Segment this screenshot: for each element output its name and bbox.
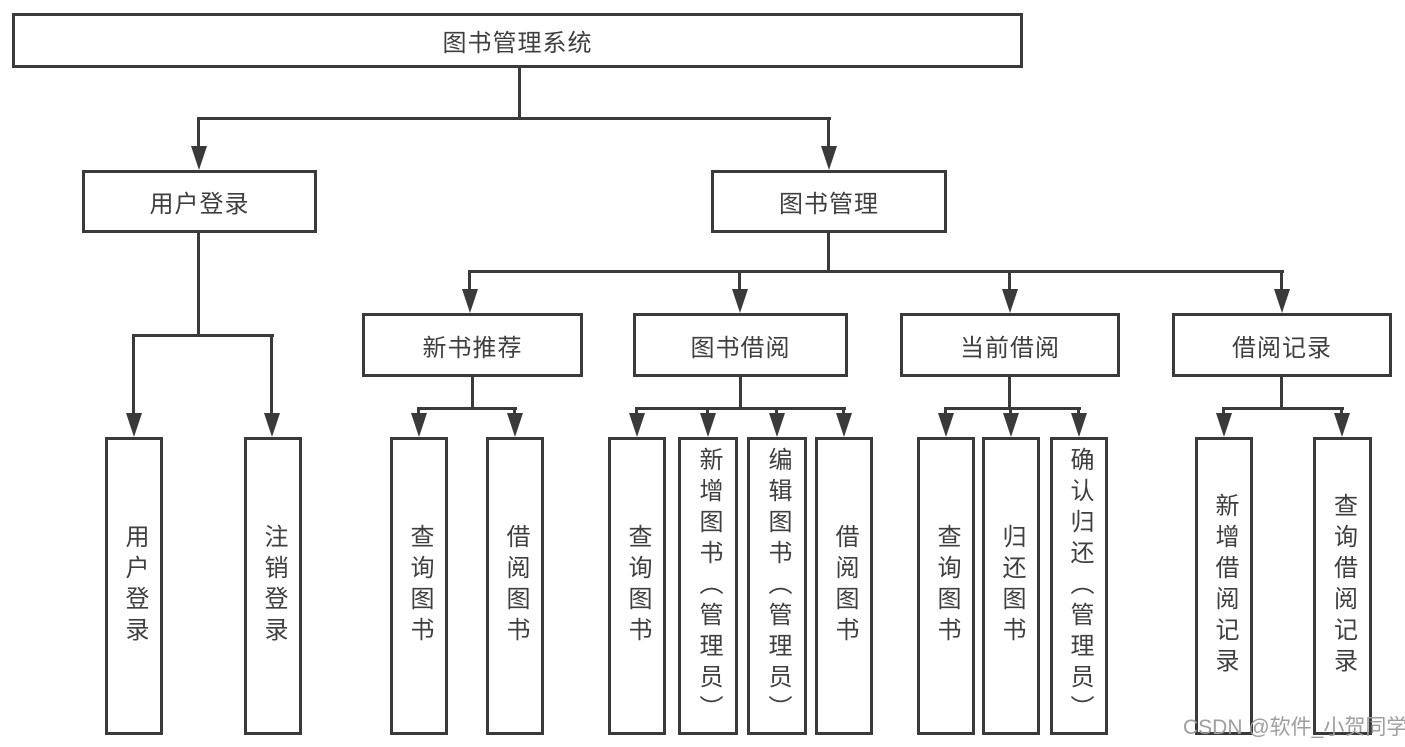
arrow-down-icon (1071, 413, 1087, 437)
leaf-records-query: 查询借阅记录 (1313, 437, 1372, 735)
leaf-borrow-edit-label: 编辑图书（管理员） (764, 446, 791, 726)
leaf-current-confirm-label: 确认归还（管理员） (1066, 446, 1093, 726)
leaf-borrow-borrow-label: 借阅图书 (831, 524, 858, 648)
leaf-records-query-label: 查询借阅记录 (1329, 493, 1357, 679)
node-root: 图书管理系统 (12, 13, 1023, 68)
connector-root-bus (197, 117, 831, 120)
connector-book-mgmt-stem (827, 233, 830, 273)
connector-borrow-records-leafbus (1222, 407, 1344, 410)
node-book-borrow-label: 图书借阅 (690, 334, 791, 362)
leaf-user-login-label: 用户登录 (121, 524, 148, 648)
arrow-down-icon (411, 413, 427, 437)
connector-current-borrow-stem (1008, 377, 1011, 410)
node-current-borrow-label: 当前借阅 (960, 334, 1060, 362)
leaf-records-add: 新增借阅记录 (1195, 437, 1253, 735)
connector-leaf-drop (132, 334, 135, 415)
arrow-down-icon (1334, 413, 1350, 437)
connector-book-mgmt-drop (827, 117, 830, 150)
arrow-down-icon (732, 289, 748, 313)
connector-book-mgmt-bus (468, 270, 1284, 273)
node-book-mgmt-label: 图书管理 (779, 191, 879, 218)
connector-borrow-records-stem (1280, 377, 1283, 410)
connector-leaf-drop (944, 407, 947, 416)
arrow-down-icon (126, 413, 142, 437)
leaf-user-login: 用户登录 (105, 437, 163, 735)
leaf-logout-label: 注销登录 (260, 524, 287, 648)
leaf-borrow-edit: 编辑图书（管理员） (747, 437, 807, 735)
node-current-borrow: 当前借阅 (900, 313, 1120, 377)
leaf-newbook-query: 查询图书 (390, 437, 448, 735)
connector-book-borrow-leafbus (635, 407, 846, 410)
arrow-down-icon (1002, 289, 1018, 313)
arrow-down-icon (1274, 289, 1290, 313)
connector-leaf-drop (842, 407, 845, 416)
connector-book-borrow-drop (738, 270, 741, 292)
connector-new-book-drop (468, 270, 471, 292)
node-borrow-records-label: 借阅记录 (1232, 334, 1332, 362)
connector-leaf-drop (270, 334, 273, 415)
connector-leaf-drop (417, 407, 420, 416)
connector-book-borrow-stem (739, 377, 742, 410)
node-user-login: 用户登录 (82, 170, 317, 233)
node-user-login-label: 用户登录 (149, 191, 250, 218)
connector-leaf-drop (635, 407, 638, 416)
arrow-down-icon (462, 289, 478, 313)
connector-leaf-drop (1222, 407, 1225, 416)
connector-borrow-records-drop (1280, 270, 1283, 292)
connector-user-login-stem (197, 233, 200, 337)
connector-new-book-stem (471, 377, 474, 410)
arrow-down-icon (1216, 413, 1232, 437)
arrow-down-icon (191, 146, 207, 170)
leaf-current-query: 查询图书 (917, 437, 975, 735)
connector-root-stem (518, 68, 521, 120)
leaf-borrow-borrow: 借阅图书 (815, 437, 873, 735)
leaf-newbook-borrow: 借阅图书 (486, 437, 544, 735)
node-root-label: 图书管理系统 (442, 30, 593, 57)
arrow-down-icon (264, 413, 280, 437)
leaf-current-query-label: 查询图书 (933, 524, 960, 648)
leaf-records-add-label: 新增借阅记录 (1211, 493, 1238, 679)
node-new-book: 新书推荐 (362, 313, 583, 377)
arrow-down-icon (836, 413, 852, 437)
node-new-book-label: 新书推荐 (422, 334, 523, 362)
connector-user-login-bus (132, 334, 274, 337)
node-book-borrow: 图书借阅 (633, 313, 848, 377)
node-book-mgmt: 图书管理 (711, 170, 947, 233)
leaf-current-return-label: 归还图书 (998, 524, 1025, 648)
arrow-down-icon (938, 413, 954, 437)
connector-current-borrow-leafbus (944, 407, 1081, 410)
leaf-borrow-add-label: 新增图书（管理员） (695, 446, 722, 726)
leaf-logout: 注销登录 (244, 437, 302, 735)
csdn-watermark: CSDN @软件_小贺同学 (1183, 716, 1405, 739)
arrow-down-icon (821, 146, 837, 170)
arrow-down-icon (507, 413, 523, 437)
leaf-borrow-add: 新增图书（管理员） (678, 437, 738, 735)
node-borrow-records: 借阅记录 (1172, 313, 1392, 377)
connector-leaf-drop (1340, 407, 1343, 416)
connector-leaf-drop (706, 407, 709, 416)
connector-leaf-drop (513, 407, 516, 416)
leaf-newbook-query-label: 查询图书 (406, 524, 433, 648)
connector-leaf-drop (775, 407, 778, 416)
connector-leaf-drop (1077, 407, 1080, 416)
leaf-borrow-query: 查询图书 (608, 437, 666, 735)
connector-leaf-drop (1009, 407, 1012, 416)
connector-current-borrow-drop (1008, 270, 1011, 292)
arrow-down-icon (769, 413, 785, 437)
leaf-current-return: 归还图书 (982, 437, 1040, 735)
arrow-down-icon (1003, 413, 1019, 437)
connector-new-book-leafbus (417, 407, 517, 410)
leaf-newbook-borrow-label: 借阅图书 (502, 524, 529, 648)
leaf-current-confirm: 确认归还（管理员） (1050, 437, 1108, 735)
connector-user-login-drop (197, 117, 200, 150)
leaf-borrow-query-label: 查询图书 (624, 524, 651, 648)
arrow-down-icon (700, 413, 716, 437)
arrow-down-icon (629, 413, 645, 437)
